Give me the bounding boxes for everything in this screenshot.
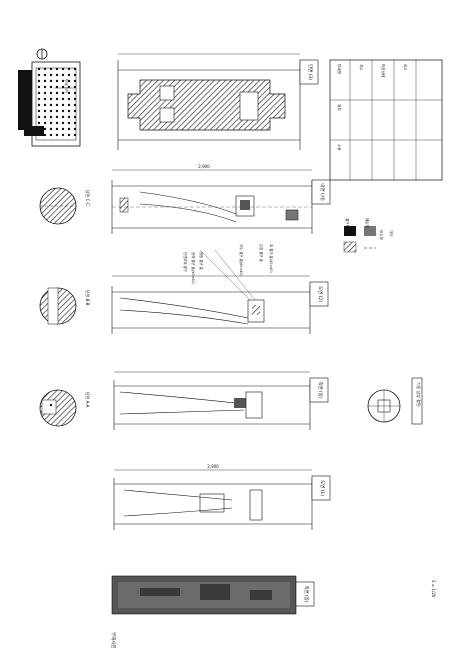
view-4: 2,900 내면 (서) [111, 164, 331, 234]
legend-item-4: 기타 [389, 230, 394, 237]
callout-2: 장혀 결구 홈(90×60) [191, 252, 196, 285]
section-2-label: 단면 B-B [85, 290, 91, 306]
scale-note: S = 1/20 [431, 580, 436, 598]
info-table: 부재명 위치 수종 치수 보존상태 비고 [329, 59, 443, 181]
callout-5: 은장 결구 홈 [259, 244, 264, 262]
info-row-1: 부재명 [337, 64, 342, 74]
view-2-label: 측면 (동) [317, 381, 324, 399]
section-3-label: 단면 C-C [85, 190, 91, 206]
column-bottom-plan: 기둥 상부 평면 [367, 377, 423, 425]
callouts-upper: 단연부재 결구 장혀 결구 홈(90×60) 창방 결구 홈 주두 결구 홈(6… [183, 244, 274, 285]
section-c-c: 단면 C-C [39, 187, 91, 225]
photo-title: 부재사진 [110, 632, 117, 649]
legend: 결구부 훼손부 보수부 기타 [343, 218, 394, 253]
section-1-label: 단면 A-A [85, 392, 91, 408]
svg-text:부재 위치: 부재 위치 [64, 79, 69, 93]
photo-view-label: 측면 (동) [303, 585, 310, 603]
view-2: 측면 (동) [113, 371, 329, 430]
view-4-total-dim: 2,900 [198, 164, 210, 169]
legend-item-3: 보수부 [379, 230, 384, 241]
legend-item-1: 결구부 [345, 218, 350, 229]
info-row-6: 비고 [403, 64, 408, 71]
view-1-total-dim: 2,900 [207, 464, 219, 469]
view-1-label: 도면 (1) [319, 480, 326, 496]
location-plan: 부재 위치 [18, 48, 81, 147]
view-3-label: 도면 (2) [317, 286, 324, 302]
section-a-a: 단면 A-A [39, 389, 91, 427]
callout-4: 주두 결구 홈(60×45) [239, 244, 244, 277]
view-5: 단면 (3) [117, 53, 319, 150]
callout-1: 단연부재 결구 [183, 252, 188, 272]
info-row-4: 치수 [359, 64, 364, 71]
legend-item-2: 훼손부 [365, 218, 370, 229]
section-4-label: 기둥 상부 평면 [416, 382, 422, 407]
callout-6: 촉 결구 홈(40×40) [269, 244, 274, 273]
view-3: 도면 (2) [111, 249, 329, 334]
member-photo: 측면 (동) 부재사진 [110, 575, 315, 649]
view-5-label: 단면 (3) [307, 64, 314, 80]
info-row-2: 위치 [337, 104, 342, 111]
info-row-5: 보존상태 [381, 64, 386, 77]
view-1: 2,900 도면 (1) [113, 464, 331, 530]
callout-3: 창방 결구 홈 [199, 252, 204, 270]
view-4-label: 내면 (서) [319, 183, 326, 201]
section-b-b: 단면 B-B [39, 287, 91, 325]
info-row-3: 수종 [337, 144, 342, 151]
